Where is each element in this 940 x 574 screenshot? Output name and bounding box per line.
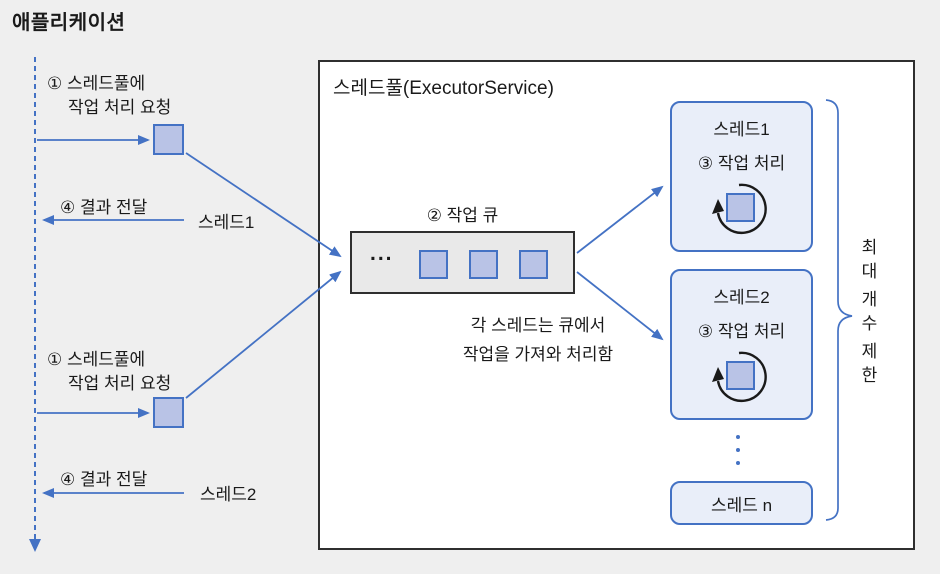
thread-pool-title: 스레드풀(ExecutorService) <box>333 78 554 99</box>
queue-note-line1: 각 스레드는 큐에서 <box>470 316 606 335</box>
thread-name: 스레드 n <box>710 495 773 515</box>
limit-word-1: 최대 <box>861 238 878 281</box>
task-square-1 <box>153 124 184 155</box>
request-label-1-line2: 작업 처리 요청 <box>68 98 172 117</box>
request-label-2: ① 스레드풀에 작업 처리 요청 <box>47 348 171 396</box>
task-queue-box: ... <box>350 231 575 294</box>
thread-box-n: 스레드 n <box>670 481 813 525</box>
loop-task-square <box>725 193 755 222</box>
request-label-2-line1: ① 스레드풀에 <box>47 350 146 369</box>
task1-to-queue-arrow <box>185 152 342 258</box>
request-label-1-line1: ① 스레드풀에 <box>47 74 146 93</box>
thread-step: ③ 작업 처리 <box>697 322 786 341</box>
result-source-1: 스레드1 <box>198 213 255 232</box>
thread-name: 스레드2 <box>713 288 770 307</box>
request-label-1: ① 스레드풀에 작업 처리 요청 <box>47 72 171 120</box>
queued-task-square <box>419 250 448 279</box>
limit-word-3: 제한 <box>861 342 878 385</box>
thread-name: 스레드1 <box>713 120 770 139</box>
task-loop-icon <box>711 183 767 234</box>
result-source-2: 스레드2 <box>200 485 257 504</box>
queue-note: 각 스레드는 큐에서 작업을 가져와 처리함 <box>430 311 646 369</box>
thread-box-1: 스레드1 ③ 작업 처리 <box>670 101 813 252</box>
result-label-1: ④ 결과 전달 <box>60 198 148 217</box>
request-label-2-line2: 작업 처리 요청 <box>68 374 172 393</box>
application-title: 애플리케이션 <box>12 12 126 34</box>
task-queue-label: ② 작업 큐 <box>426 206 499 225</box>
thread-step: ③ 작업 처리 <box>697 154 786 173</box>
max-count-limit-label: 최대 개수 제한 <box>860 236 879 392</box>
task2-to-queue-arrow <box>185 270 342 399</box>
more-threads-dots <box>736 435 742 474</box>
task-square-2 <box>153 397 184 428</box>
limit-word-2: 개수 <box>861 290 878 333</box>
queued-task-square <box>469 250 498 279</box>
queued-task-square <box>519 250 548 279</box>
queue-ellipsis: ... <box>370 242 394 265</box>
thread-pool-box <box>318 60 915 550</box>
thread-box-2: 스레드2 ③ 작업 처리 <box>670 269 813 420</box>
result-label-2: ④ 결과 전달 <box>60 470 148 489</box>
queue-note-line2: 작업을 가져와 처리함 <box>462 345 614 364</box>
loop-arrowhead <box>711 199 724 214</box>
loop-task-square <box>725 361 755 390</box>
task-loop-icon <box>711 351 767 402</box>
loop-arrowhead <box>711 367 724 382</box>
